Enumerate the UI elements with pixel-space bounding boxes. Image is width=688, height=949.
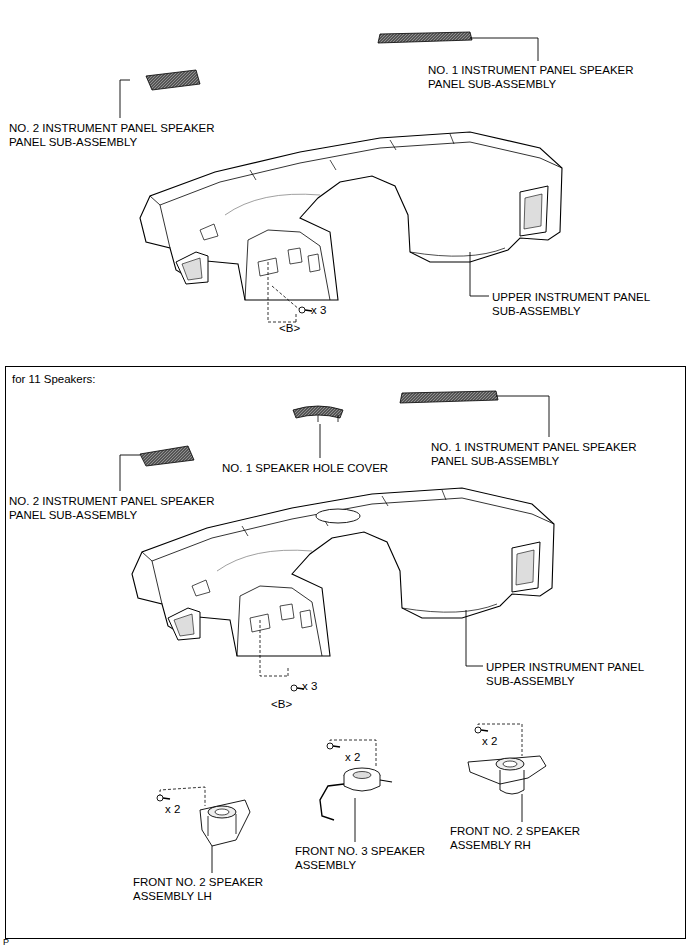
part-label: UPPER INSTRUMENT PANEL SUB-ASSEMBLY	[492, 290, 667, 318]
part-label: <B>	[279, 321, 300, 335]
part-label: UPPER INSTRUMENT PANEL SUB-ASSEMBLY	[486, 660, 661, 688]
part-label: <B>	[271, 697, 292, 711]
part-label: NO. 2 INSTRUMENT PANEL SPEAKER PANEL SUB…	[9, 121, 234, 149]
part-label: P	[3, 935, 9, 949]
part-label: NO. 1 INSTRUMENT PANEL SPEAKER PANEL SUB…	[431, 440, 656, 468]
part-label: NO. 1 SPEAKER HOLE COVER	[222, 461, 388, 475]
frame-heading: for 11 Speakers:	[12, 372, 96, 386]
part-label: x 3	[302, 679, 317, 693]
part-label: FRONT NO. 2 SPEAKER ASSEMBLY RH	[450, 824, 600, 852]
part-label: x 2	[345, 750, 360, 764]
part-label: FRONT NO. 2 SPEAKER ASSEMBLY LH	[133, 875, 283, 903]
part-label: x 2	[482, 734, 497, 748]
part-label: x 3	[311, 303, 326, 317]
part-label: NO. 2 INSTRUMENT PANEL SPEAKER PANEL SUB…	[9, 494, 234, 522]
part-label: FRONT NO. 3 SPEAKER ASSEMBLY	[295, 844, 445, 872]
part-label: NO. 1 INSTRUMENT PANEL SPEAKER PANEL SUB…	[428, 63, 653, 91]
part-label: x 2	[165, 802, 180, 816]
